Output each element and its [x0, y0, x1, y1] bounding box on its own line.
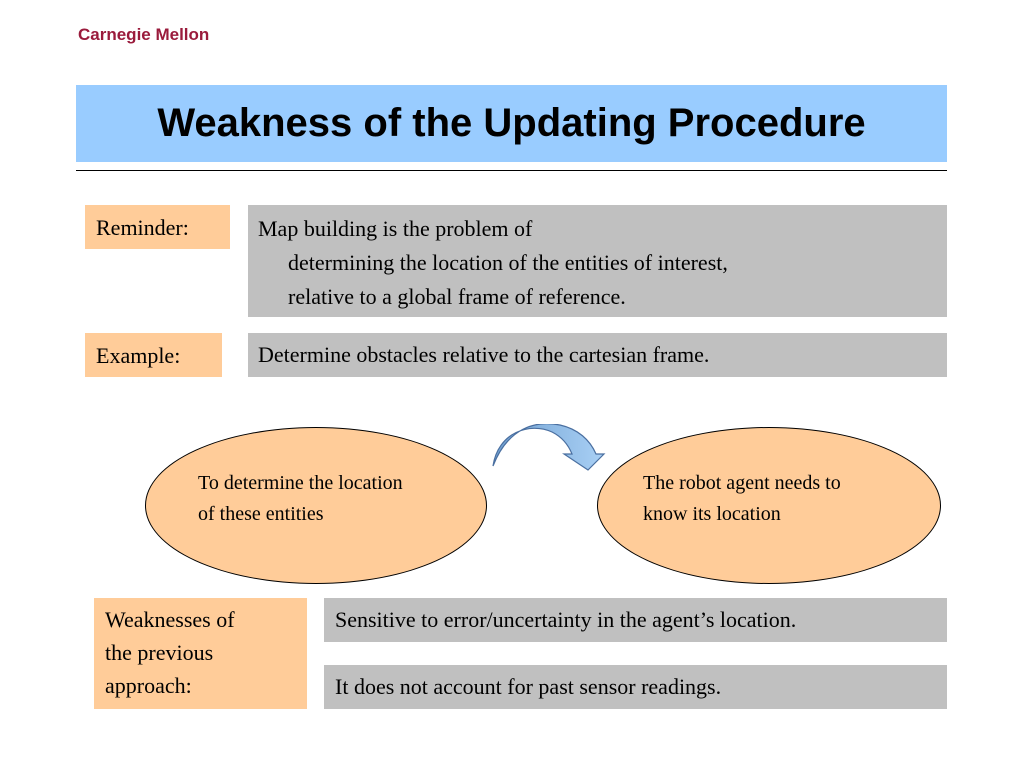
- weakness-item: It does not account for past sensor read…: [324, 665, 947, 709]
- cycle-right-line-2: know its location: [643, 503, 781, 525]
- cycle-left-line-2: of these entities: [198, 503, 324, 525]
- cycle-node-needs-location: The robot agent needs to know its locati…: [597, 427, 941, 584]
- reminder-label: Reminder:: [85, 205, 230, 249]
- reminder-line-1: Map building is the problem of: [258, 216, 533, 241]
- title-divider: [76, 170, 947, 171]
- cycle-left-line-1: To determine the location: [198, 472, 403, 494]
- arrow-shape: [492, 424, 606, 471]
- weaknesses-label: Weaknesses of the previous approach:: [94, 598, 307, 709]
- reminder-line-2: determining the location of the entities…: [288, 250, 728, 275]
- cycle-node-determine-location: To determine the location of these entit…: [145, 427, 487, 584]
- reminder-definition: Map building is the problem of determini…: [248, 205, 947, 317]
- weaknesses-label-line-2: the previous: [105, 640, 214, 665]
- brand-logo-text: Carnegie Mellon: [78, 25, 210, 44]
- cycle-right-line-1: The robot agent needs to: [643, 472, 841, 494]
- slide-title: Weakness of the Updating Procedure: [157, 101, 866, 145]
- title-banner: Weakness of the Updating Procedure: [76, 85, 947, 162]
- example-text: Determine obstacles relative to the cart…: [248, 333, 947, 377]
- reminder-line-3: relative to a global frame of reference.: [288, 284, 626, 309]
- weaknesses-label-line-1: Weaknesses of: [105, 607, 235, 632]
- curved-arrow-icon: [492, 424, 606, 471]
- example-label: Example:: [85, 333, 222, 377]
- weakness-item: Sensitive to error/uncertainty in the ag…: [324, 598, 947, 642]
- weaknesses-label-line-3: approach:: [105, 673, 192, 698]
